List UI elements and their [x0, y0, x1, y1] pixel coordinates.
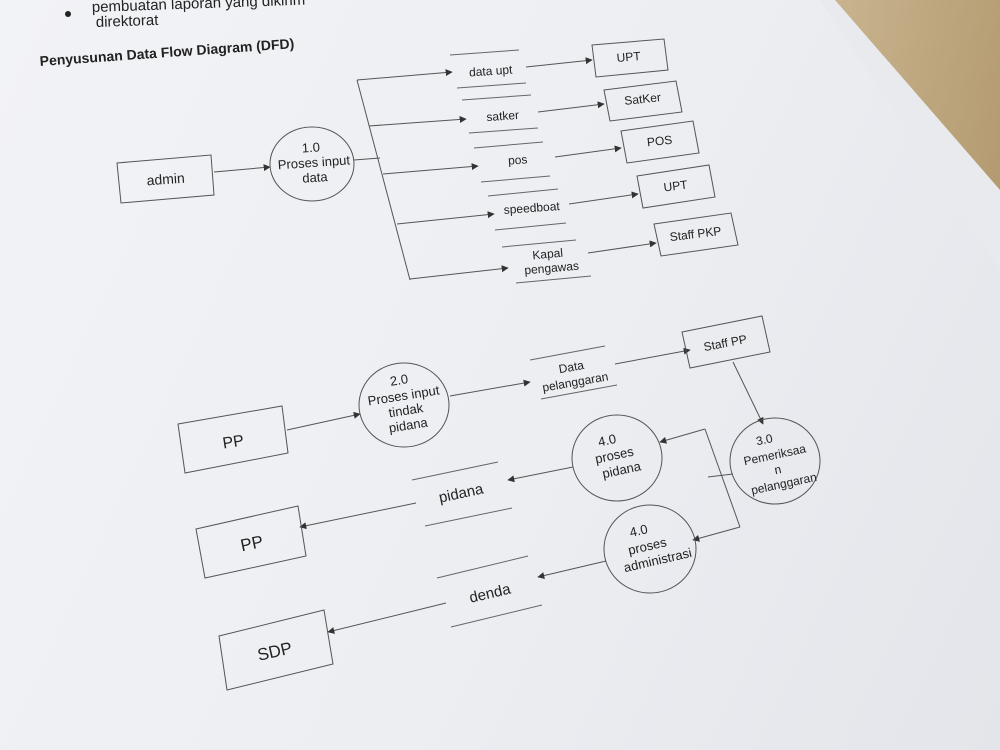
flow-to-staff-pkp: [587, 240, 657, 254]
flow-to-speedboat: [396, 211, 495, 225]
entity-staff-pp-label: Staff PP: [702, 332, 748, 354]
store-pos: pos: [508, 152, 528, 167]
flow-bracket: [356, 79, 411, 281]
entity-sdp: [218, 609, 334, 691]
flow-bracket-2: [704, 428, 741, 528]
entity-pp-source: [177, 405, 289, 474]
flow-to-upt: [525, 57, 593, 68]
store-denda: denda: [468, 580, 513, 606]
store-kapal-line-bottom: [515, 275, 592, 284]
entity-pos: [620, 120, 700, 164]
store-pidana: pidana: [437, 480, 485, 506]
flow-to-p4a: [659, 428, 706, 444]
store-speedboat: speedboat: [503, 199, 561, 217]
process-1: [269, 126, 355, 202]
flow-pp-to-p2: [286, 411, 361, 431]
flow-to-pos: [382, 163, 479, 175]
store-data-upt: data upt: [469, 62, 514, 79]
store-denda-line-bottom: [450, 604, 543, 628]
entity-staff-pkp: [653, 212, 739, 257]
process-3: [729, 417, 821, 505]
store-satker-line-bottom: [468, 127, 539, 134]
entity-upt-2-label: UPT: [663, 178, 689, 195]
flow-to-pos-entity: [554, 145, 622, 158]
entity-upt-label: UPT: [616, 49, 642, 65]
store-speedboat-line-bottom: [494, 222, 567, 231]
flow-p4a-to-pidana: [507, 466, 574, 483]
bullet-continuation: direktorat: [96, 12, 160, 31]
process-1-number: 1.0: [301, 139, 320, 155]
flow-pidana-to-pp: [299, 502, 417, 530]
store-denda-line-top: [436, 555, 529, 579]
entity-pp-target-label: PP: [239, 532, 265, 555]
process-1-label-2: data: [302, 169, 329, 186]
process-2-label-3: pidana: [388, 415, 430, 436]
entity-upt-2: [636, 164, 716, 209]
bullet-dot: [65, 11, 71, 17]
store-data-upt-line-bottom: [456, 82, 527, 89]
process-3-number: 3.0: [755, 431, 775, 448]
store-data-pelanggaran-line-top: [529, 345, 606, 361]
store-pidana-line-bottom: [424, 507, 513, 527]
store-satker-line-top: [461, 94, 532, 101]
entity-admin: [116, 154, 215, 204]
flow-p2-to-data-pelanggaran: [449, 379, 531, 397]
entity-pos-label: POS: [646, 133, 673, 150]
store-kapal-line-top: [501, 239, 577, 248]
entity-admin-label: admin: [146, 170, 185, 189]
flow-to-satker-entity: [537, 101, 605, 113]
entity-satker: [603, 80, 683, 122]
entity-staff-pkp-label: Staff PKP: [669, 224, 722, 244]
flow-p1-out: [353, 157, 381, 161]
flow-admin-to-p1: [213, 164, 271, 173]
page-title: Penyusunan Data Flow Diagram (DFD): [39, 35, 295, 69]
flow-denda-to-sdp: [327, 602, 447, 634]
store-kapal: Kapal: [532, 246, 564, 263]
store-data-pelanggaran-line-bottom: [540, 384, 618, 400]
process-2-number: 2.0: [389, 371, 409, 389]
store-pidana-line-top: [411, 461, 499, 481]
process-4-administrasi-number: 4.0: [628, 521, 649, 540]
entity-upt: [591, 38, 669, 78]
store-speedboat-line-top: [487, 188, 559, 197]
entity-staff-pp: [681, 315, 771, 369]
entity-pp-source-label: PP: [221, 432, 245, 452]
store-pos-line-bottom: [480, 175, 551, 183]
store-pos-line-top: [473, 141, 544, 149]
flow-p4b-to-denda: [537, 560, 607, 579]
process-4-administrasi: [603, 504, 697, 594]
flow-to-upt-2: [568, 191, 639, 205]
flow-to-p4b: [692, 526, 741, 542]
process-2: [358, 362, 450, 448]
flow-to-satker: [368, 115, 467, 127]
flow-staff-pp-to-p3: [732, 361, 764, 425]
entity-satker-label: SatKer: [624, 90, 662, 108]
process-2-label-2: tindak: [388, 400, 425, 420]
entity-sdp-label: SDP: [256, 638, 294, 664]
store-data-upt-line-top: [449, 49, 520, 56]
flow-to-data-upt: [356, 69, 453, 81]
process-3-label-3: pelanggaran: [750, 470, 818, 498]
entity-pp-target: [195, 505, 307, 579]
process-1-label: Proses input: [277, 152, 351, 172]
store-satker: satker: [486, 108, 520, 124]
flow-p3-out: [707, 473, 734, 478]
flow-to-kapal: [409, 265, 509, 280]
process-4-pidana: [571, 414, 663, 502]
flow-to-staff-pp: [614, 347, 691, 365]
store-data-pelanggaran: Data: [558, 358, 586, 376]
process-3-label-2: n: [773, 462, 782, 477]
process-4-pidana-number: 4.0: [597, 431, 618, 449]
store-kapal-2: pengawas: [524, 259, 580, 278]
